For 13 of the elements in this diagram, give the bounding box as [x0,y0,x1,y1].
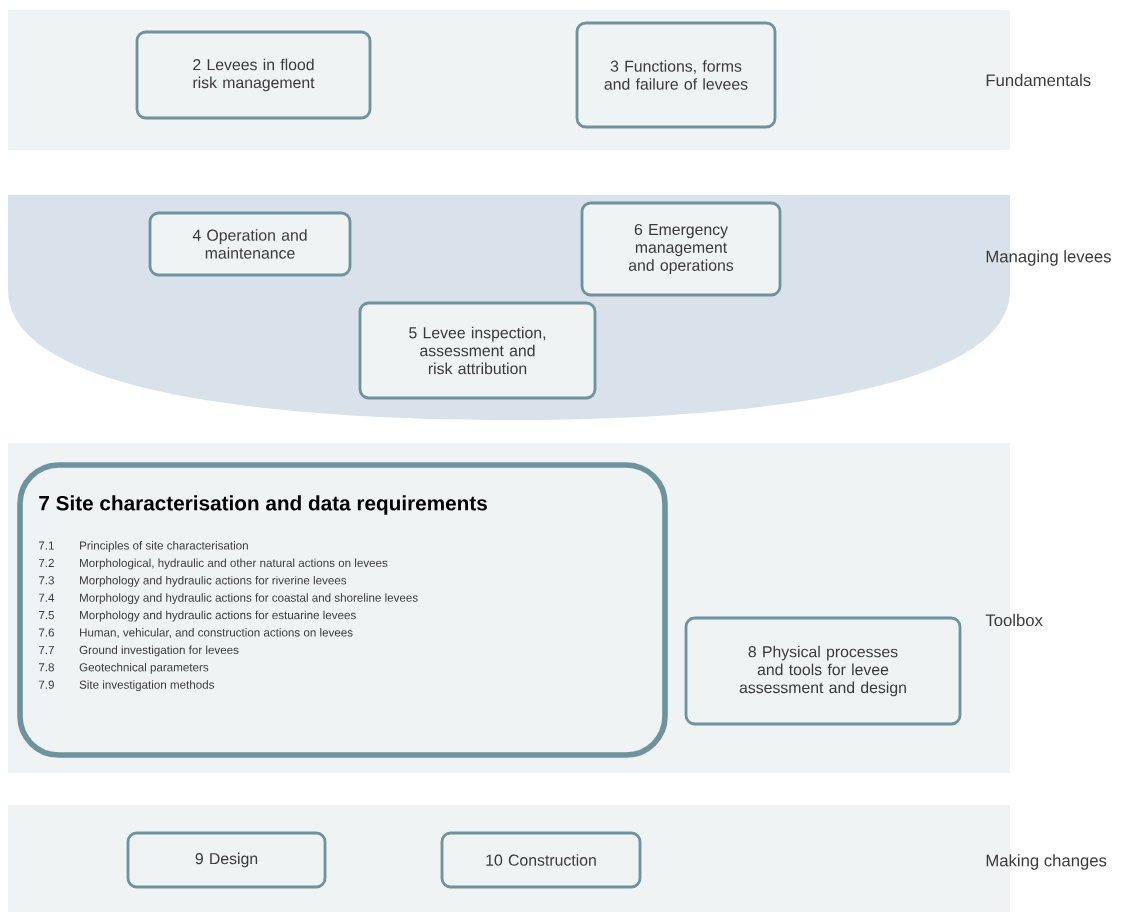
chapter-box: 7 Site characterisation and data requirements 7.1 Principles of site characterisation 7.2 Morphological, hydraulic and other natural actions on levees 7.3 Morphology and hydraulic actions for riverine levees 7.4 Morphology and hydraulic actions for coastal and shoreline levees 7.5 Morphology and hydraulic actions for estuarine levees 7.6 Human, vehicular, and construction actions on levees 7.7 Ground investigation for levees 7.8 Geotechnical parameters 7.9 Site investigation methods [17,462,668,758]
chapter-box: 3 Functions, forms and failure of levees [575,21,777,129]
band-label: Fundamentals [986,73,1091,87]
band-label: Making changes [986,854,1107,870]
band-label: Managing levees [986,250,1111,266]
chapter-box: 5 Levee inspection, assessment and risk attribution [358,301,597,400]
chapter-box: 4 Operation and maintenance [148,211,352,277]
chapter-box: 10 Construction [440,831,642,889]
band-label: Toolbox [985,613,1043,627]
chapter-box: 9 Design [126,831,327,889]
chapter-box: 8 Physical processes and tools for levee assessment and design [684,616,962,726]
chapter-box: 6 Emergency management and operations [580,201,782,297]
chapter-box: 2 Levees in flood risk management [135,30,372,120]
